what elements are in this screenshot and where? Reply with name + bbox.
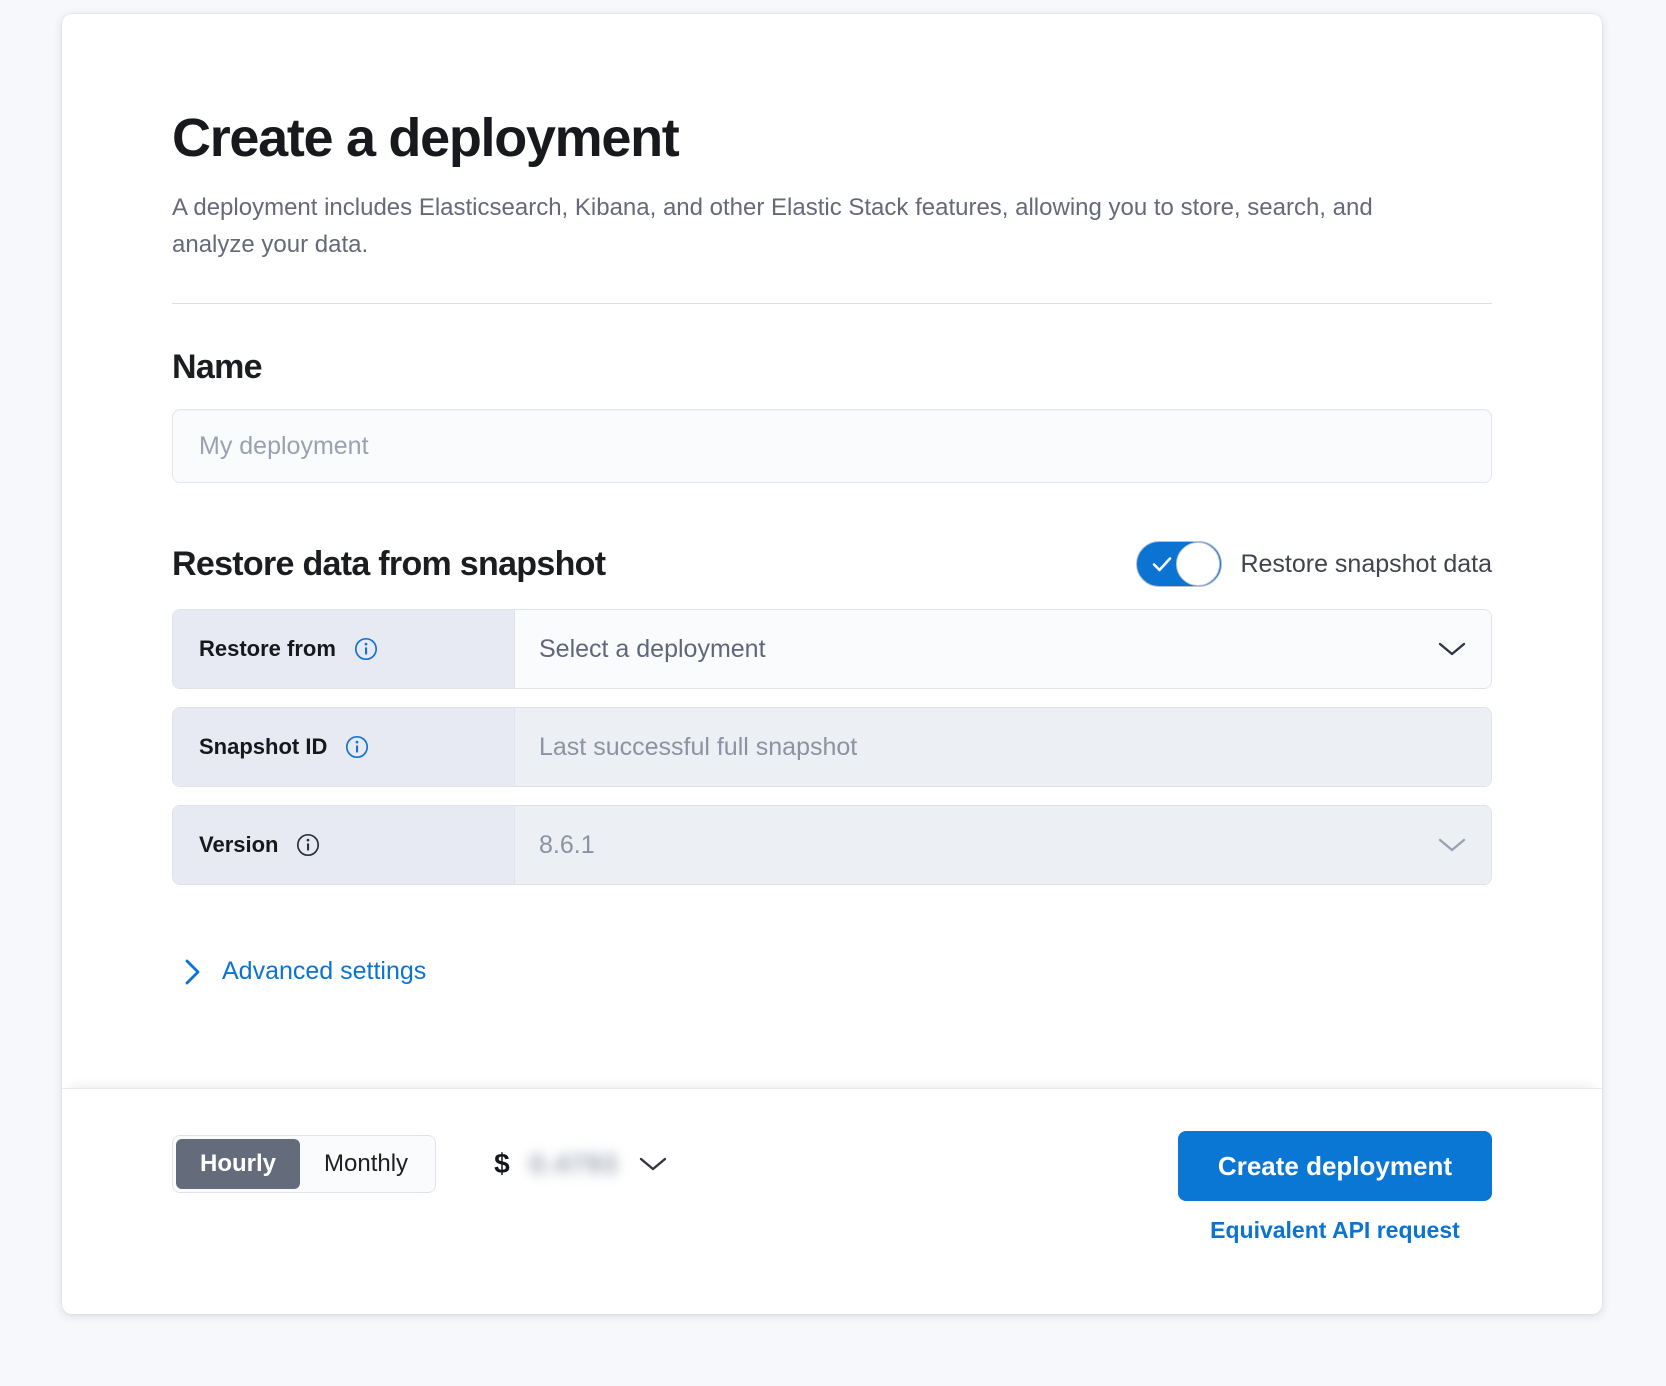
snapshot-section-heading: Restore data from snapshot — [172, 544, 606, 583]
advanced-settings-link[interactable]: Advanced settings — [184, 957, 1492, 986]
chevron-right-icon — [185, 959, 200, 984]
create-deployment-button[interactable]: Create deployment — [1177, 1131, 1492, 1201]
snapshot-id-value: Last successful full snapshot — [539, 732, 858, 761]
snapshot-heading-row: Restore data from snapshot Restore snaps… — [172, 541, 1492, 588]
deployment-name-input[interactable]: My deployment — [172, 409, 1492, 484]
restore-from-label: Restore from — [199, 636, 336, 662]
info-icon[interactable] — [354, 637, 378, 661]
header-divider — [172, 303, 1492, 305]
restore-from-label-cell: Restore from — [173, 610, 515, 689]
page-subtitle: A deployment includes Elasticsearch, Kib… — [172, 193, 1373, 258]
version-value: 8.6.1 — [539, 830, 595, 859]
version-label: Version — [199, 832, 279, 858]
create-deployment-card: Create a deployment A deployment include… — [62, 14, 1602, 1314]
snapshot-form-rows: Restore from Select a deployment — [172, 609, 1492, 886]
name-section-heading: Name — [172, 348, 263, 387]
check-icon — [1153, 557, 1172, 572]
restore-snapshot-toggle-label: Restore snapshot data — [1240, 549, 1492, 578]
snapshot-id-label-cell: Snapshot ID — [173, 708, 515, 787]
toggle-knob — [1176, 542, 1221, 587]
chevron-down-icon[interactable] — [638, 1155, 668, 1173]
version-row: Version 8.6.1 — [172, 805, 1492, 886]
footer-right-group: Create deployment Equivalent API request — [1177, 1131, 1492, 1244]
page-title: Create a deployment — [172, 108, 680, 168]
footer-bar: Hourly Monthly $ 0.4793 Create deploymen… — [62, 1088, 1602, 1314]
version-label-cell: Version — [173, 806, 515, 885]
card-body: Create a deployment A deployment include… — [62, 14, 1602, 1088]
footer-left-group: Hourly Monthly $ 0.4793 — [172, 1131, 668, 1193]
price-currency: $ — [494, 1148, 510, 1179]
snapshot-id-row: Snapshot ID Last successful full snapsho… — [172, 707, 1492, 788]
snapshot-id-field: Last successful full snapshot — [515, 708, 1491, 787]
restore-from-value: Select a deployment — [539, 634, 766, 663]
version-field: 8.6.1 — [515, 806, 1491, 885]
price-display[interactable]: $ 0.4793 — [494, 1148, 668, 1180]
advanced-settings-label: Advanced settings — [222, 957, 427, 986]
deployment-name-placeholder: My deployment — [199, 431, 369, 460]
snapshot-id-label: Snapshot ID — [199, 734, 328, 760]
restore-from-field[interactable]: Select a deployment — [515, 610, 1491, 689]
info-icon[interactable] — [345, 735, 369, 759]
equivalent-api-request-link[interactable]: Equivalent API request — [1210, 1217, 1460, 1243]
restore-from-row[interactable]: Restore from Select a deployment — [172, 609, 1492, 690]
info-icon[interactable] — [296, 833, 320, 857]
chevron-down-icon[interactable] — [1437, 640, 1467, 658]
price-amount: 0.4793 — [529, 1148, 619, 1179]
billing-monthly-button[interactable]: Monthly — [324, 1150, 409, 1177]
chevron-down-icon — [1438, 838, 1466, 852]
billing-period-segmented-control[interactable]: Hourly Monthly — [172, 1135, 437, 1193]
restore-snapshot-toggle-group[interactable]: Restore snapshot data — [1136, 541, 1492, 588]
billing-hourly-button[interactable]: Hourly — [176, 1139, 301, 1189]
restore-snapshot-toggle[interactable] — [1136, 541, 1223, 588]
